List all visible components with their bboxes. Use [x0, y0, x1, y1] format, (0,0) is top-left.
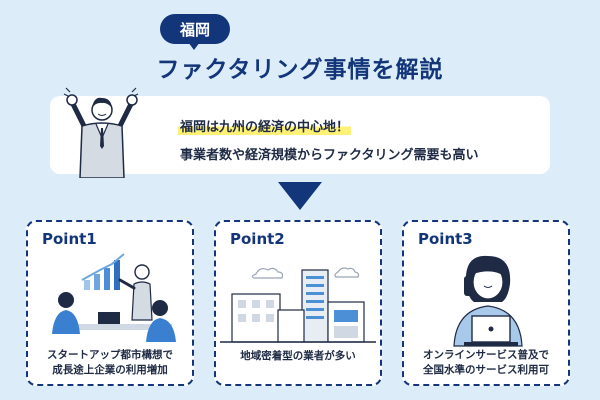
point-title: Point3: [418, 230, 473, 248]
point-caption: スタートアップ都市構想で 成長途上企業の利用増加: [28, 348, 192, 378]
point-card-2: Point2 地域密着型の業者が多い: [214, 220, 382, 386]
region-badge: 福岡: [160, 14, 230, 44]
badge-pointer: [188, 42, 200, 50]
down-arrow-icon: [278, 182, 322, 210]
point-caption: 地域密着型の業者が多い: [216, 349, 380, 364]
intro-text: 事業者数や経済規模からファクタリング需要も高い: [180, 148, 479, 163]
point-title: Point1: [42, 230, 97, 248]
intro-card: [50, 96, 550, 174]
caption-line: オンラインサービス普及で: [423, 349, 549, 361]
caption-line: 地域密着型の業者が多い: [240, 350, 356, 362]
caption-line: 成長途上企業の利用増加: [52, 364, 168, 376]
call-center-illustration: [453, 255, 523, 347]
intro-highlight-text: 福岡は九州の経済の中心地！: [178, 116, 352, 135]
point-card-3: Point3 オンラインサービス普及で 全国水準のサービス利用可: [402, 220, 570, 386]
point-title: Point2: [230, 230, 285, 248]
caption-line: スタートアップ都市構想で: [47, 349, 173, 361]
point-card-1: Point1 スタートアップ都市構想で 成長途上企業の利用増加: [26, 220, 194, 386]
page-title: ファクタリング事情を解説: [156, 57, 444, 83]
point-caption: オンラインサービス普及で 全国水準のサービス利用可: [404, 348, 568, 378]
businessman-illustration: [63, 87, 139, 178]
caption-line: 全国水準のサービス利用可: [423, 364, 549, 376]
meeting-illustration: [52, 253, 176, 342]
city-buildings-illustration: [220, 267, 376, 343]
